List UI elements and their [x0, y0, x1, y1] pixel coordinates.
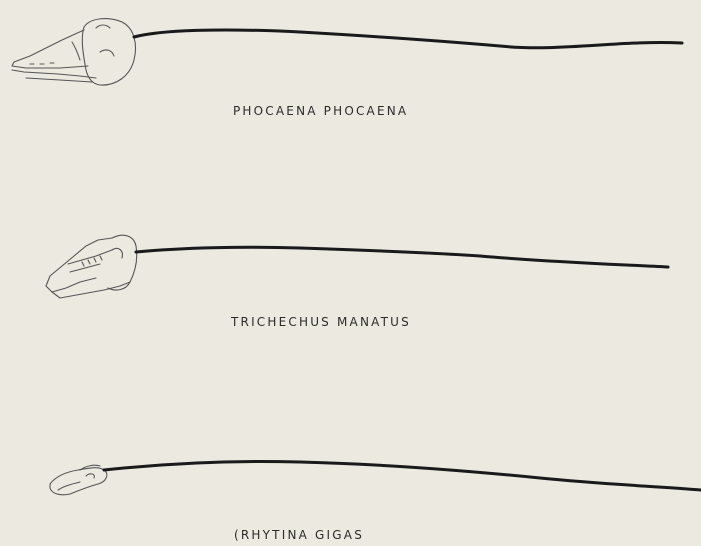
rhytina-figure	[50, 461, 701, 494]
species-caption-phocaena: PHOCAENA PHOCAENA	[233, 104, 408, 118]
phocaena-curve	[134, 30, 682, 48]
phocaena-skull-drawing	[12, 19, 136, 85]
trichechus-skull-drawing	[46, 235, 137, 298]
trichechus-figure	[46, 235, 668, 298]
species-caption-rhytina: (RHYTINA GIGAS	[234, 528, 364, 542]
species-caption-trichechus: TRICHECHUS MANATUS	[231, 315, 411, 329]
rhytina-skull-drawing	[50, 465, 107, 495]
phocaena-figure	[12, 19, 682, 85]
rhytina-curve	[104, 461, 701, 490]
trichechus-curve	[136, 247, 668, 267]
